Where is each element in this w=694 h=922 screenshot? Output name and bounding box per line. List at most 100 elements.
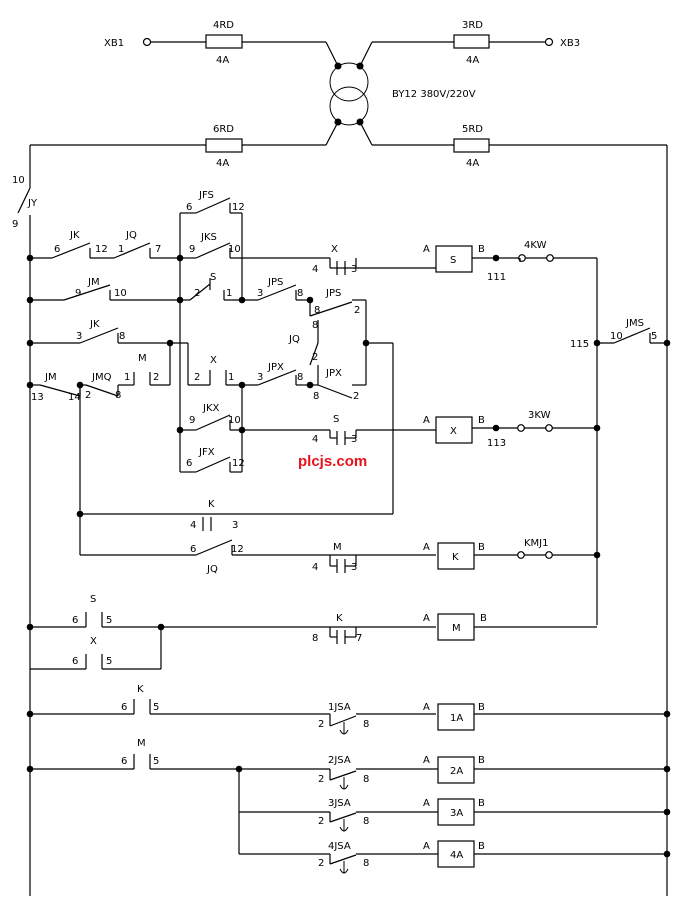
jkx-label: JKX	[202, 403, 220, 414]
node-label: 1	[124, 372, 130, 383]
node-label: 111	[487, 272, 506, 283]
node-label: 2	[354, 305, 360, 316]
pin-label: B	[478, 798, 485, 809]
node-label: 7	[356, 633, 362, 644]
node-label: 12	[232, 202, 245, 213]
fuse-4rd-name: 4RD	[213, 20, 234, 31]
coil-m	[437, 613, 475, 641]
row-x-coil: JKX 9 10 JFX 6 12 S 4 3 X A B 113	[176, 403, 601, 473]
node-label: 12	[232, 458, 245, 469]
transformer-by12	[329, 62, 369, 126]
node-label: 3	[351, 562, 357, 573]
jfs-label: JFS	[198, 190, 214, 201]
fuse-5rd	[453, 138, 490, 153]
node-label: 10	[610, 331, 623, 342]
x2-label: X	[210, 355, 217, 366]
watermark: plcjs.com	[298, 453, 367, 470]
fuse-6rd-rating: 4A	[216, 158, 229, 169]
node-label: 5	[106, 656, 112, 667]
terminal-xb3-label: XB3	[560, 38, 580, 49]
pin-label: B	[478, 415, 485, 426]
pin-label: A	[423, 415, 430, 426]
row-k-coil: K 4 3 JQ 6 12 M 4 3 K A B KMJ1	[76, 499, 601, 575]
node-label: 1	[118, 244, 124, 255]
node-label: 6	[190, 544, 196, 555]
jk2-label: JK	[89, 319, 100, 330]
coil-1a-label: 1A	[450, 713, 463, 724]
node-label: 6	[54, 244, 60, 255]
kw3-label: 3KW	[528, 410, 551, 421]
terminal-xb3[interactable]	[544, 37, 554, 47]
fuse-3rd-rating: 4A	[466, 55, 479, 66]
s1-label: S	[210, 272, 216, 283]
node-label: 2	[312, 352, 318, 363]
m3-label: M	[137, 738, 146, 749]
m2-label: M	[333, 542, 342, 553]
jsa4-label: 4JSA	[328, 841, 351, 852]
coil-2a-label: 2A	[450, 766, 463, 777]
pin-label: A	[423, 702, 430, 713]
node-label: 6	[186, 202, 192, 213]
node-label: 115	[570, 339, 589, 350]
fuse-5rd-name: 5RD	[462, 124, 483, 135]
node-label: 113	[487, 438, 506, 449]
node-label: 4	[312, 264, 318, 275]
node-label: 13	[31, 392, 44, 403]
contact-jy-label: JY	[27, 198, 38, 209]
jks-label: JKS	[200, 232, 217, 243]
coil-x	[435, 416, 473, 444]
x3-label: X	[90, 636, 97, 647]
node-label: 3	[257, 288, 263, 299]
node-label: 1	[226, 288, 232, 299]
node-label: 10	[228, 244, 241, 255]
fuse-4rd-rating: 4A	[216, 55, 229, 66]
node-label: 10	[114, 288, 127, 299]
row-1a: K 6 5 1JSA 2 8 1A A B	[26, 684, 671, 735]
jms-branch: JMS 115 10 5	[570, 318, 671, 350]
node-label: 2	[318, 858, 324, 869]
fuse-4rd	[205, 34, 243, 49]
node-label: 8	[363, 774, 369, 785]
node-label: 10	[228, 415, 241, 426]
coil-m-label: M	[452, 623, 461, 634]
pin-label: A	[423, 755, 430, 766]
node-label: 2	[194, 372, 200, 383]
pin-label: A	[423, 798, 430, 809]
node-label: 4	[190, 520, 196, 531]
node-label: 6	[121, 702, 127, 713]
node-label: 12	[231, 544, 244, 555]
coil-k	[437, 542, 475, 570]
row-jm: JM 9 10 S 2 1 JPS 3 8 JPS 8 2 JQ	[30, 258, 370, 385]
pin-label: A	[423, 542, 430, 553]
node-label: 9	[75, 288, 81, 299]
node-label: 2	[353, 391, 359, 402]
node-label: 14	[68, 392, 81, 403]
node-label: 3	[232, 520, 238, 531]
row-s-coil: JK 6 12 JQ 1 7 JFS 6 12 JKS 9 10 X 4 3 S	[30, 190, 597, 472]
jk1-label: JK	[69, 230, 80, 241]
jq2-label: JQ	[288, 334, 300, 345]
node-label: 6	[72, 615, 78, 626]
jmq-label: JMQ	[91, 372, 112, 383]
node-label: 3	[76, 331, 82, 342]
k1-label: K	[208, 499, 215, 510]
jfx-label: JFX	[198, 447, 215, 458]
jps1-label: JPS	[267, 277, 283, 288]
x1-label: X	[331, 244, 338, 255]
coil-s	[435, 245, 473, 273]
node-label: 8	[313, 391, 319, 402]
fuse-3rd	[453, 34, 490, 49]
coil-x-label: X	[450, 426, 457, 437]
terminal-xb1[interactable]	[142, 37, 152, 47]
supply-section: XB1 4RD 4A XB3 3RD 4A BY12 380V/220V 6RD	[30, 20, 667, 169]
k3-label: K	[137, 684, 144, 695]
node-label: 5	[106, 615, 112, 626]
node-label: 2	[318, 719, 324, 730]
s2-label: S	[333, 414, 339, 425]
coil-3a	[437, 798, 475, 826]
row-jk2: JK 3 8	[30, 319, 394, 514]
fuse-6rd-name: 6RD	[213, 124, 234, 135]
jpx2-label: JPX	[325, 368, 342, 379]
transformer-label: BY12 380V/220V	[392, 89, 476, 100]
pin-label: A	[423, 613, 430, 624]
